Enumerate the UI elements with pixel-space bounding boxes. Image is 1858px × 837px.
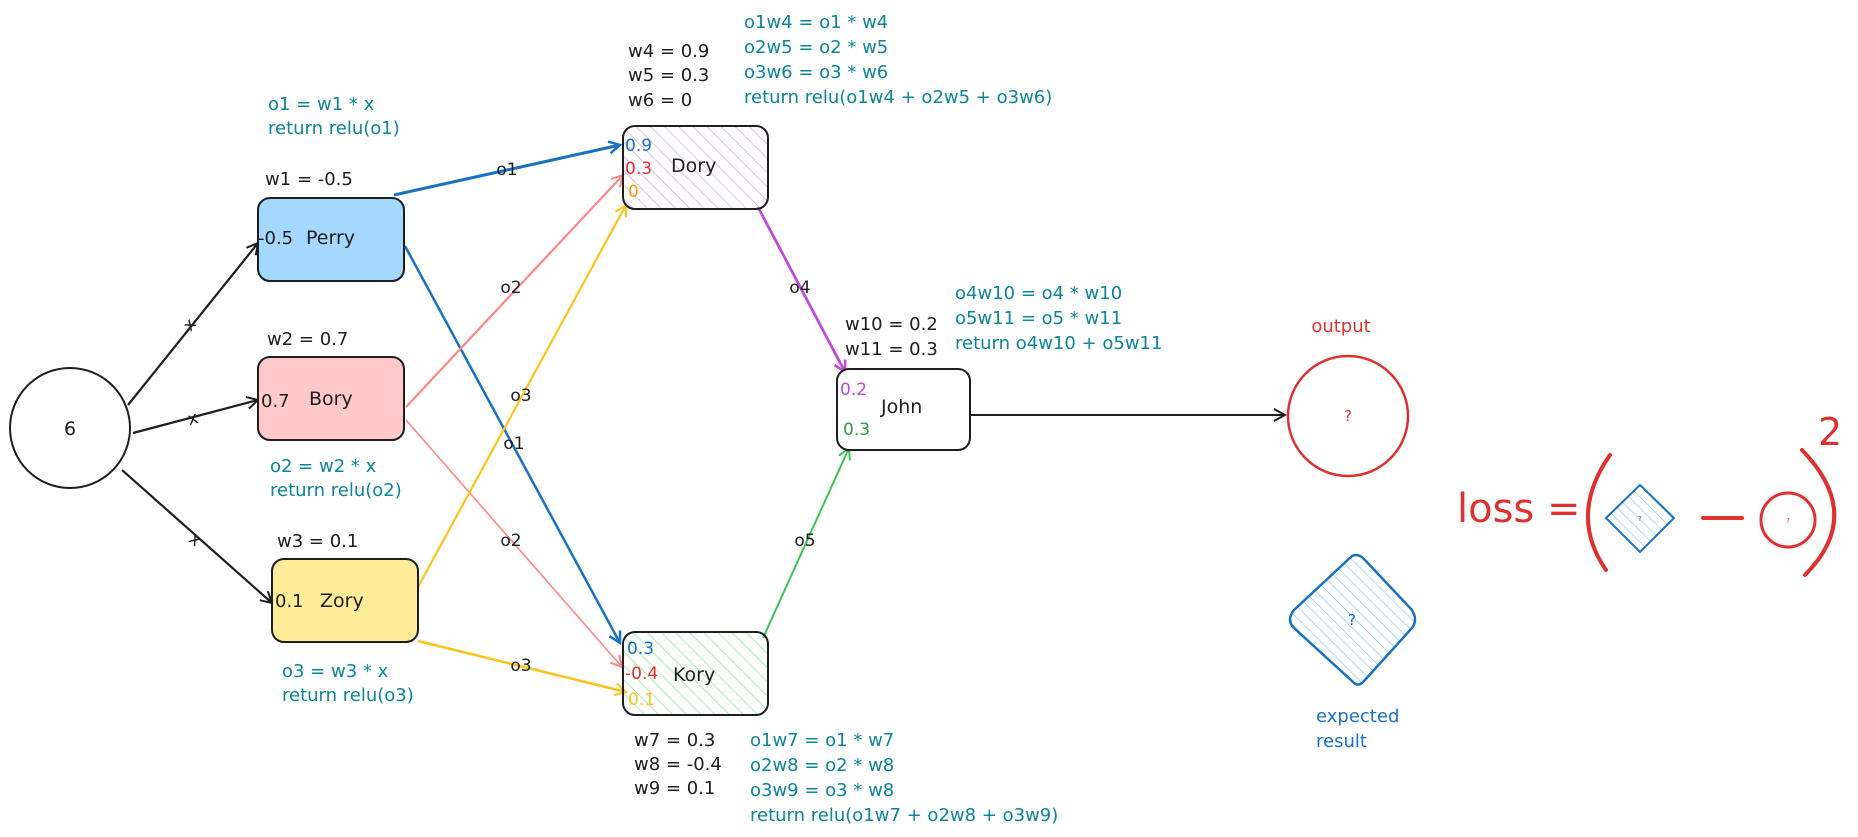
bory-code-line-2: return relu(o2) — [270, 480, 402, 501]
kory-code-line-4: return relu(o1w7 + o2w8 + o3w9) — [750, 805, 1058, 826]
expected-label-line-2: result — [1316, 731, 1367, 752]
edge-zory-to-dory — [417, 205, 626, 588]
bory-name: Bory — [309, 388, 353, 410]
edge-label-x2: x — [186, 408, 201, 430]
kory-code-line-3: o3w9 = o3 * w8 — [750, 780, 894, 801]
john-name: John — [880, 396, 922, 418]
edge-label-o2-kory: o2 — [500, 531, 521, 551]
small-diamond-icon — [1604, 483, 1676, 554]
zory-name: Zory — [320, 590, 364, 612]
kory-weight-3: w9 = 0.1 — [634, 778, 715, 799]
zory-value: 0.1 — [275, 591, 304, 612]
edge-bory-to-kory — [405, 419, 622, 667]
kory-weight-2: w8 = -0.4 — [634, 754, 722, 775]
output-label: output — [1311, 316, 1370, 337]
dory-code-line-4: return relu(o1w4 + o2w5 + o3w6) — [744, 87, 1052, 108]
input-node: 6 — [9, 367, 131, 489]
edge-x-to-perry — [127, 243, 258, 406]
edge-x-to-zory — [121, 469, 272, 603]
kory-value-3: 0.1 — [628, 690, 655, 710]
bory-weight: w2 = 0.7 — [267, 329, 348, 350]
kory-weight-1: w7 = 0.3 — [634, 730, 715, 751]
loss-formula: loss = ? ? 2 — [1457, 410, 1842, 577]
left-paren — [1586, 453, 1612, 572]
bory-code-line-1: o2 = w2 * x — [270, 456, 377, 477]
dory-weight-2: w5 = 0.3 — [628, 65, 709, 86]
expected-result-node: ? — [1288, 553, 1417, 686]
kory-name: Kory — [673, 664, 715, 686]
zory-weight: w3 = 0.1 — [277, 531, 358, 552]
edge-label-o2-dory: o2 — [500, 278, 521, 298]
bory-value: 0.7 — [261, 391, 290, 412]
edge-bory-to-dory — [405, 175, 623, 408]
john-code-line-1: o4w10 = o4 * w10 — [955, 283, 1122, 304]
edge-zory-to-kory — [417, 639, 626, 692]
edge-label-o1-dory: o1 — [496, 160, 517, 180]
zory-node: 0.1 Zory — [271, 558, 419, 643]
dory-code-line-3: o3w6 = o3 * w6 — [744, 62, 888, 83]
kory-node: 0.3 -0.4 0.1 Kory — [622, 631, 769, 716]
loss-output-placeholder: ? — [1786, 517, 1790, 525]
right-paren — [1800, 448, 1837, 577]
kory-code-line-1: o1w7 = o1 * w7 — [750, 730, 894, 751]
kory-value-2: -0.4 — [625, 664, 658, 684]
edge-dory-to-john — [756, 206, 845, 372]
edge-label-o4: o4 — [789, 278, 810, 298]
perry-code-line-2: return relu(o1) — [268, 118, 400, 139]
perry-node: -0.5 Perry — [257, 197, 405, 282]
perry-name: Perry — [306, 227, 355, 249]
john-code-line-2: o5w11 = o5 * w11 — [955, 308, 1122, 329]
expected-value: ? — [1348, 611, 1356, 629]
expected-label-line-1: expected — [1316, 706, 1399, 727]
kory-value-1: 0.3 — [627, 639, 654, 659]
john-weight-1: w10 = 0.2 — [845, 314, 938, 335]
dory-value-1: 0.9 — [625, 136, 652, 156]
john-weight-2: w11 = 0.3 — [845, 339, 938, 360]
zory-code-line-1: o3 = w3 * x — [282, 661, 389, 682]
dory-weight-3: w6 = 0 — [628, 90, 692, 111]
loss-expected-placeholder: ? — [1638, 515, 1642, 523]
perry-weight: w1 = -0.5 — [265, 169, 353, 190]
dory-name: Dory — [671, 155, 716, 177]
zory-code-line-2: return relu(o3) — [282, 685, 414, 706]
edge-perry-to-kory — [403, 245, 620, 643]
dory-value-3: 0 — [628, 182, 639, 202]
dory-weight-1: w4 = 0.9 — [628, 41, 709, 62]
loss-label: loss = — [1457, 486, 1581, 532]
loss-exponent: 2 — [1818, 410, 1842, 454]
perry-value: -0.5 — [258, 228, 293, 249]
edge-label-o5: o5 — [794, 531, 815, 551]
edge-label-o3-kory: o3 — [510, 656, 531, 676]
dory-code-line-1: o1w4 = o1 * w4 — [744, 12, 888, 33]
dory-node: 0.9 0.3 0 Dory — [622, 125, 769, 210]
john-node: 0.2 0.3 John — [836, 368, 971, 451]
kory-code-line-2: o2w8 = o2 * w8 — [750, 755, 894, 776]
perry-code-line-1: o1 = w1 * x — [268, 94, 375, 115]
output-value: ? — [1344, 407, 1352, 425]
output-node: ? — [1286, 354, 1410, 478]
dory-code-line-2: o2w5 = o2 * w5 — [744, 37, 888, 58]
bory-node: 0.7 Bory — [257, 356, 405, 441]
edge-kory-to-john — [762, 448, 849, 639]
small-output-circle — [1759, 491, 1817, 549]
john-code-line-3: return o4w10 + o5w11 — [955, 333, 1162, 354]
edge-x-to-bory — [132, 400, 258, 435]
dory-value-2: 0.3 — [625, 159, 652, 179]
edge-label-o3-dory: o3 — [510, 386, 531, 406]
john-value-1: 0.2 — [840, 380, 867, 400]
edge-label-o1-kory: o1 — [503, 434, 524, 454]
input-value: 6 — [64, 418, 76, 440]
john-value-2: 0.3 — [843, 420, 870, 440]
edge-perry-to-dory — [393, 145, 620, 197]
